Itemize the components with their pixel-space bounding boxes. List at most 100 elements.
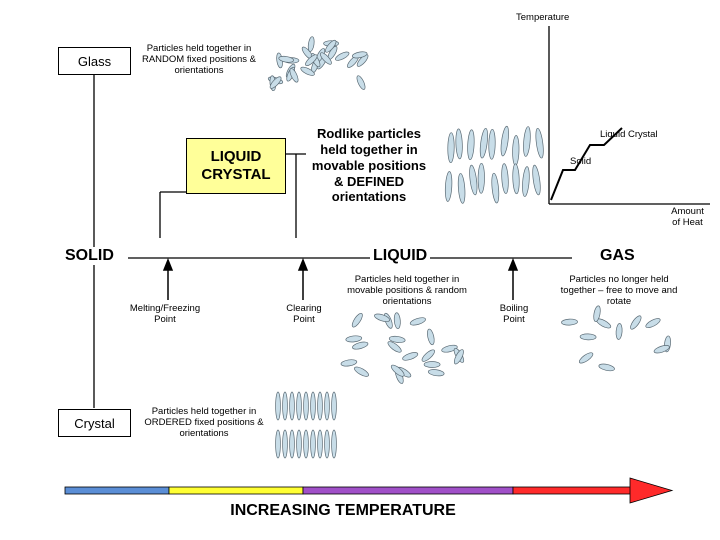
liquid-particle — [421, 349, 435, 362]
liquid-crystal-particle — [500, 125, 509, 157]
temperature-bar-title: INCREASING TEMPERATURE — [230, 502, 456, 519]
liquid-crystal-particle — [455, 128, 463, 160]
liquid-particle — [354, 366, 369, 377]
liquid-particle — [427, 369, 445, 377]
liquid-crystal-particle — [522, 166, 530, 197]
liquid-particle — [388, 335, 406, 343]
gas-particle — [630, 315, 642, 330]
liquid-description: Particles held together in movable posit… — [347, 274, 467, 307]
liquid-crystal-particle — [447, 132, 455, 164]
liquid-crystal-particle — [523, 126, 531, 157]
crystal-label: Crystal — [74, 415, 115, 431]
liquid-crystal-curve-label: Liquid Crystal — [600, 129, 658, 140]
liquid-particle — [340, 359, 358, 367]
liquid-particle — [427, 328, 435, 346]
glass-particle — [356, 54, 369, 67]
particle-illustrations — [267, 36, 671, 459]
liquid-crystal-particle — [477, 162, 485, 194]
liquid-particle — [441, 344, 458, 353]
crystal-particle — [303, 429, 309, 459]
boiling-point-label: Boiling Point — [499, 303, 529, 325]
crystal-particle — [317, 429, 323, 459]
solid-phase-label: SOLID — [62, 247, 117, 265]
gas-particle — [579, 333, 597, 341]
transition-arrows — [162, 257, 519, 300]
liquid-particle — [453, 349, 464, 365]
crystal-particle — [324, 391, 330, 421]
temperature-axis-label: Temperature — [516, 12, 570, 23]
liquid-crystal-particle — [444, 171, 453, 202]
liquid-crystal-particle — [532, 164, 541, 196]
temperature-bar — [64, 477, 674, 504]
gas-description: Particles no longer held together – free… — [560, 274, 678, 307]
boiling-arrowhead — [507, 257, 519, 271]
liquid-crystal-particle — [467, 129, 475, 161]
glass-label: Glass — [77, 53, 112, 69]
liquid-particle — [345, 335, 363, 343]
glass-particle — [278, 55, 294, 63]
liquid-crystal-description: Rodlike particles held together in movab… — [311, 126, 427, 205]
glass-particle — [325, 39, 337, 53]
glass-particle — [305, 54, 318, 67]
liquid-phase-label: LIQUID — [370, 247, 431, 265]
glass-particle — [300, 66, 315, 76]
liquid-crystal-particle — [501, 163, 509, 194]
liquid-crystal-particle — [512, 163, 520, 195]
glass-particle — [269, 76, 282, 89]
temperature-bar-blue-segment — [64, 486, 170, 495]
temperature-bar-purple-segment — [302, 486, 514, 495]
gas-particle — [598, 363, 615, 372]
gas-particle — [561, 318, 578, 326]
crystal-box: Crystal — [58, 409, 131, 437]
liquid-crystal-particle — [535, 127, 544, 159]
crystal-particle — [317, 391, 323, 421]
crystal-particle — [282, 429, 288, 459]
crystal-particle — [289, 391, 295, 421]
temperature-bar-yellow-segment — [168, 486, 304, 495]
liquid-particle — [402, 352, 419, 361]
liquid-crystal-particle — [469, 164, 478, 196]
liquid-particle — [393, 312, 401, 330]
crystal-particle — [296, 429, 302, 459]
glass-particle — [335, 51, 350, 61]
heat-axis-label: Amount of Heat — [671, 206, 704, 228]
crystal-particle — [310, 391, 316, 421]
heating-curve — [550, 127, 623, 201]
glass-particle — [356, 75, 366, 90]
crystal-particle — [324, 429, 330, 459]
liquid-crystal-particle — [457, 173, 466, 204]
liquid-crystal-particle — [488, 128, 496, 160]
liquid-particle — [387, 341, 402, 353]
crystal-particle — [282, 391, 288, 421]
crystal-particle — [331, 391, 337, 421]
glass-particle — [320, 52, 332, 65]
glass-particle — [289, 68, 299, 83]
crystal-particle — [275, 391, 281, 421]
melting-point-label: Melting/Freezing Point — [129, 303, 201, 325]
liquid-particle — [374, 313, 391, 322]
temperature-bar-red-segment — [512, 486, 634, 495]
glass-description: Particles held together in RANDOM fixed … — [141, 43, 257, 76]
glass-particle — [351, 51, 368, 59]
gas-particle — [578, 352, 594, 364]
liquid-particle — [351, 312, 363, 328]
glass-particle — [307, 36, 315, 52]
gas-phase-label: GAS — [597, 247, 638, 265]
liquid-particle — [423, 361, 441, 368]
diagram-lines — [93, 75, 572, 408]
liquid-crystal-box: LIQUID CRYSTAL — [186, 138, 286, 194]
crystal-description: Particles held together in ORDERED fixed… — [144, 406, 264, 439]
clearing-arrowhead — [297, 257, 309, 271]
gas-particle — [615, 323, 623, 340]
clearing-point-label: Clearing Point — [286, 303, 322, 325]
crystal-particle — [310, 429, 316, 459]
gas-particle — [653, 345, 670, 354]
crystal-particle — [331, 429, 337, 459]
gas-particle — [645, 318, 661, 329]
liquid-crystal-particle — [512, 135, 520, 166]
liquid-crystal-particle — [479, 127, 488, 159]
crystal-particle — [275, 429, 281, 459]
solid-curve-label: Solid — [570, 156, 592, 167]
liquid-crystal-particle — [491, 172, 500, 204]
crystal-particle — [289, 429, 295, 459]
